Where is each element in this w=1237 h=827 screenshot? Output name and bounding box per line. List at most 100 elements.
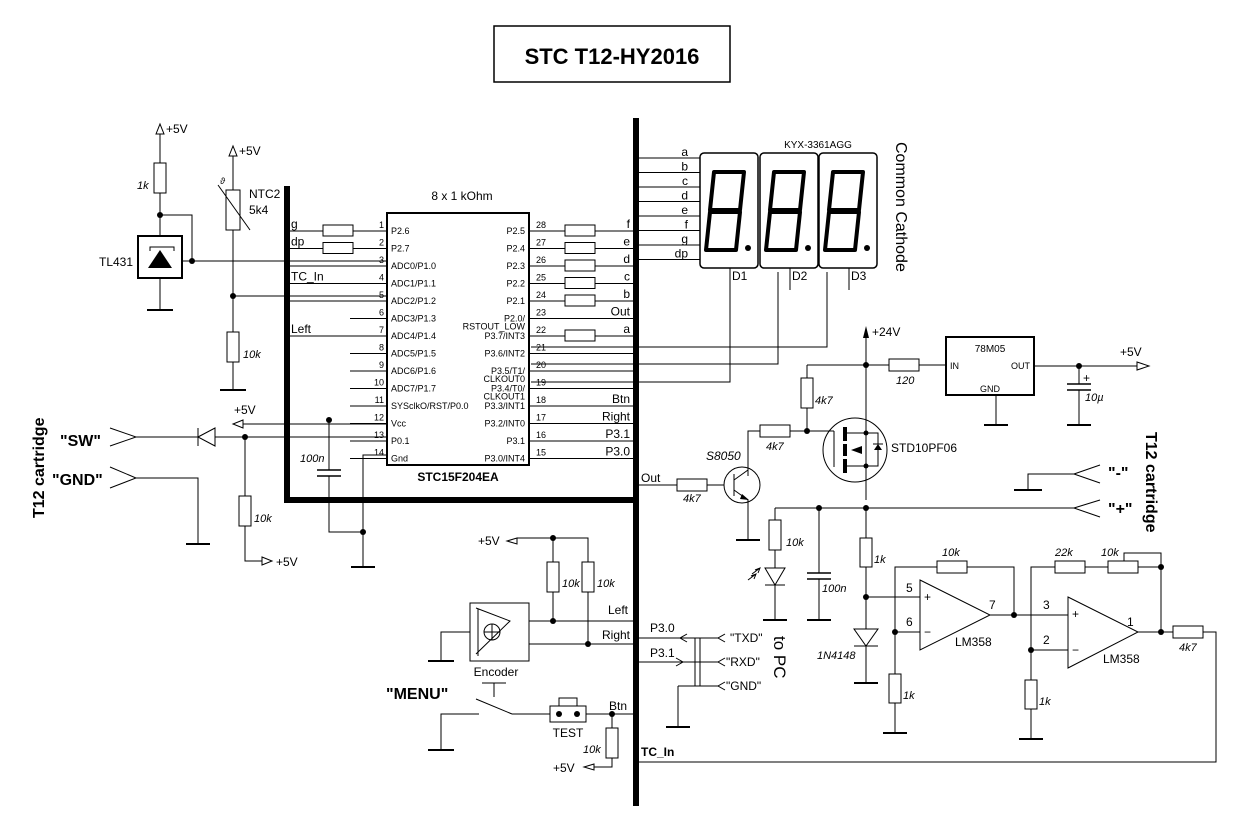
resistor-g2-value: 1k xyxy=(1039,696,1051,708)
resistor-1k-value: 1k xyxy=(137,180,149,192)
resistor-right-value: 10k xyxy=(597,578,615,590)
opamp-1 xyxy=(919,579,992,651)
resistor-10k-value: 10k xyxy=(243,349,261,361)
vcc-label: +5V xyxy=(239,144,261,158)
regulator-in: IN xyxy=(950,361,959,371)
segment-label: g xyxy=(681,232,688,246)
net-label: g xyxy=(291,217,298,231)
mcu-pin-number: 15 xyxy=(536,448,546,458)
resistor-right-10k xyxy=(581,561,595,593)
resistor-gate-4k7 xyxy=(759,424,791,438)
pin1-label: 1 xyxy=(1127,615,1134,629)
series-resistor xyxy=(564,277,596,289)
mcu-pin-name: P3.4/T0/ xyxy=(491,384,526,394)
mcu-pin-number: 20 xyxy=(536,360,546,370)
btn-net-label: Btn xyxy=(609,699,627,713)
net-label: a xyxy=(623,322,630,336)
sw-label: "SW" xyxy=(60,433,101,450)
decimal-point-icon xyxy=(805,245,811,251)
mcu-pin-name: ADC4/P1.4 xyxy=(391,331,436,341)
segment-label: c xyxy=(682,174,688,188)
vcc-label: +5V xyxy=(234,403,256,417)
theta-icon: ϑ xyxy=(220,176,226,186)
segment-label: f xyxy=(685,218,689,232)
resistor-btn-value: 10k xyxy=(583,744,601,756)
vcc-arrow-icon xyxy=(1136,361,1151,371)
digit-label: D1 xyxy=(732,269,748,283)
vcc-arrow-icon xyxy=(155,122,165,135)
resistor-sw-value: 10k xyxy=(254,513,272,525)
mcu-body xyxy=(386,212,530,466)
mcu-pin-number: 17 xyxy=(536,413,546,423)
resistor-fb1-value: 10k xyxy=(942,547,960,559)
net-label: Left xyxy=(291,322,312,336)
opamp1-label: LM358 xyxy=(955,635,992,649)
mcu-pin-number: 6 xyxy=(379,308,384,318)
pin5-label: 5 xyxy=(906,581,913,595)
digit-label: D3 xyxy=(851,269,867,283)
mcu-pin-name-2: RSTOUT_LOW xyxy=(463,322,526,332)
vcc-arrow-icon xyxy=(261,556,274,566)
mcu-pin-name: ADC1/P1.1 xyxy=(391,279,436,289)
segment-label: a xyxy=(681,145,688,159)
net-label: Btn xyxy=(612,392,630,406)
series-resistor xyxy=(564,224,596,237)
series-resistor xyxy=(322,242,354,254)
resistor-fb2a-value: 22k xyxy=(1054,547,1073,559)
mcu-pin-name: ADC6/P1.6 xyxy=(391,366,436,376)
diode-1n4148 xyxy=(853,628,879,647)
mcu-pin-number: 11 xyxy=(375,395,384,405)
seven-seg-digit-icon xyxy=(704,170,746,252)
mcu-pin-number: 16 xyxy=(536,430,546,440)
resistor-fb2b-value: 10k xyxy=(1101,547,1119,559)
mcu-pin-name: ADC7/P1.7 xyxy=(391,384,436,394)
gnd-label: "GND" xyxy=(52,472,103,489)
net-label: b xyxy=(623,287,630,301)
resistor-led-value: 10k xyxy=(786,537,804,549)
power-section: +24V 120 78M05 IN OUT GND +5V + 10µ xyxy=(863,325,1151,500)
vcc-24v-arrow-icon xyxy=(863,326,869,338)
net-label: P3.1 xyxy=(605,427,630,441)
tl431-label: TL431 xyxy=(99,255,133,269)
resistor-fb1-10k xyxy=(936,560,968,574)
mcu-pin-number: 25 xyxy=(536,273,546,283)
right-net-label: Right xyxy=(602,628,631,642)
mcu-pin-number: 10 xyxy=(374,378,384,388)
mcu-pin-name: Vcc xyxy=(391,419,407,429)
mcu-pin-name-2: CLKOUT1 xyxy=(483,392,525,402)
resistor-pullup-4k7 xyxy=(800,377,814,409)
resistor-pullup-value: 4k7 xyxy=(815,395,834,407)
decimal-point-icon xyxy=(745,245,751,251)
pin2-label: 2 xyxy=(1043,633,1050,647)
vcc-arrow-icon xyxy=(582,763,595,771)
led-icon xyxy=(764,567,786,586)
mcu-pin-number: 27 xyxy=(536,238,546,248)
regulator-out: OUT xyxy=(1011,361,1031,371)
rxd-label: "RXD" xyxy=(726,655,760,669)
net-label: TC_In xyxy=(291,270,324,284)
opamp-2 xyxy=(1067,596,1140,669)
net-label: Right xyxy=(602,410,631,424)
resistor-out-value: 4k7 xyxy=(1179,642,1198,654)
resistor-sw-pullup xyxy=(238,495,252,527)
ntc-name: NTC2 xyxy=(249,187,281,201)
vcc-label: +5V xyxy=(166,122,188,136)
net-label: dp xyxy=(291,235,305,249)
rail-24v-label: +24V xyxy=(872,325,900,339)
segment-label: d xyxy=(681,189,688,203)
display-type: Common Cathode xyxy=(892,142,909,272)
resistor-1k xyxy=(153,162,167,194)
mcu-pin-name: P3.1 xyxy=(506,436,525,446)
mcu-name: STC15F204EA xyxy=(417,470,499,484)
display-part: KYX-3361AGG xyxy=(784,140,852,151)
txd-label: "TXD" xyxy=(730,631,763,645)
title-frame xyxy=(493,25,731,83)
mcu-pin-name: P3.0/INT4 xyxy=(484,454,525,464)
heater-section: "-" "+" T12 cartridge 10k 100n 1k 1N4148 xyxy=(747,432,1159,684)
mcu-pin-number: 18 xyxy=(536,395,546,405)
regulator-name: 78M05 xyxy=(975,344,1006,355)
resistor-base-4k7 xyxy=(676,478,708,492)
mosfet-std10pf06 xyxy=(822,417,888,483)
vcc-arrow-icon xyxy=(231,419,244,429)
